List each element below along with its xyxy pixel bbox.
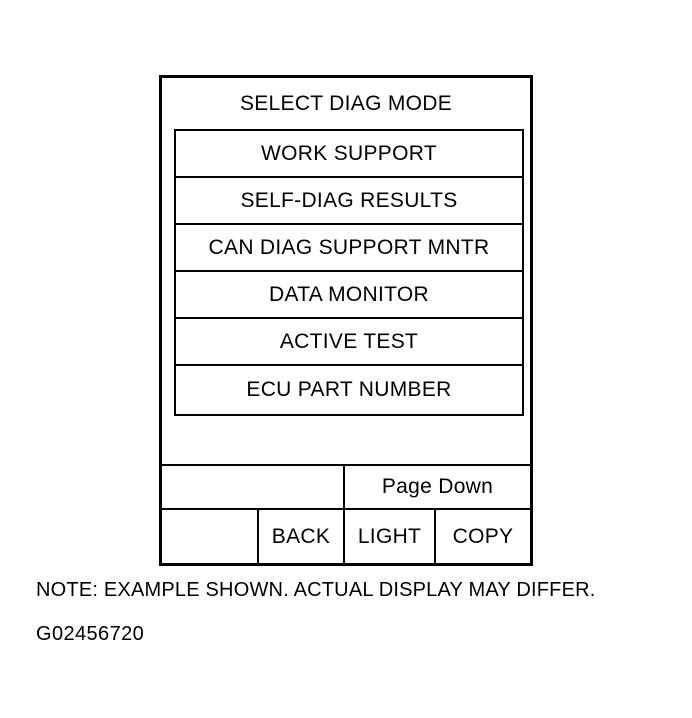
- screen-title: SELECT DIAG MODE: [239, 92, 453, 115]
- page-down-button[interactable]: Page Down: [381, 475, 494, 498]
- menu-item-ecu-part-number[interactable]: ECU PART NUMBER: [246, 378, 452, 401]
- softkey-blank-bottom: [162, 510, 259, 563]
- figure-id: G02456720: [36, 623, 145, 645]
- menu-item-active-test[interactable]: ACTIVE TEST: [176, 319, 522, 366]
- light-button[interactable]: LIGHT: [345, 510, 436, 563]
- softkey-row-top: Page Down: [162, 466, 530, 510]
- menu-item-work-support[interactable]: WORK SUPPORT: [176, 131, 522, 178]
- display-note: NOTE: EXAMPLE SHOWN. ACTUAL DISPLAY MAY …: [36, 579, 596, 601]
- menu-item-data-monitor[interactable]: DATA MONITOR: [176, 272, 522, 319]
- copy-button[interactable]: COPY: [452, 524, 514, 548]
- diag-mode-menu: WORK SUPPORT SELF-DIAG RESULTS CAN DIAG …: [174, 129, 524, 416]
- softkey-bar: Page Down BACK LIGHT COPY: [162, 464, 530, 563]
- menu-item-can-diag-support-mntr[interactable]: CAN DIAG SUPPORT MNTR: [176, 225, 522, 272]
- softkey-blank-top: [162, 466, 345, 508]
- back-button[interactable]: BACK: [259, 510, 345, 563]
- menu-item-self-diag-results[interactable]: SELF-DIAG RESULTS: [176, 178, 522, 225]
- scan-tool-screen: SELECT DIAG MODE WORK SUPPORT SELF-DIAG …: [159, 75, 533, 566]
- softkey-row-bottom: BACK LIGHT COPY: [162, 510, 530, 563]
